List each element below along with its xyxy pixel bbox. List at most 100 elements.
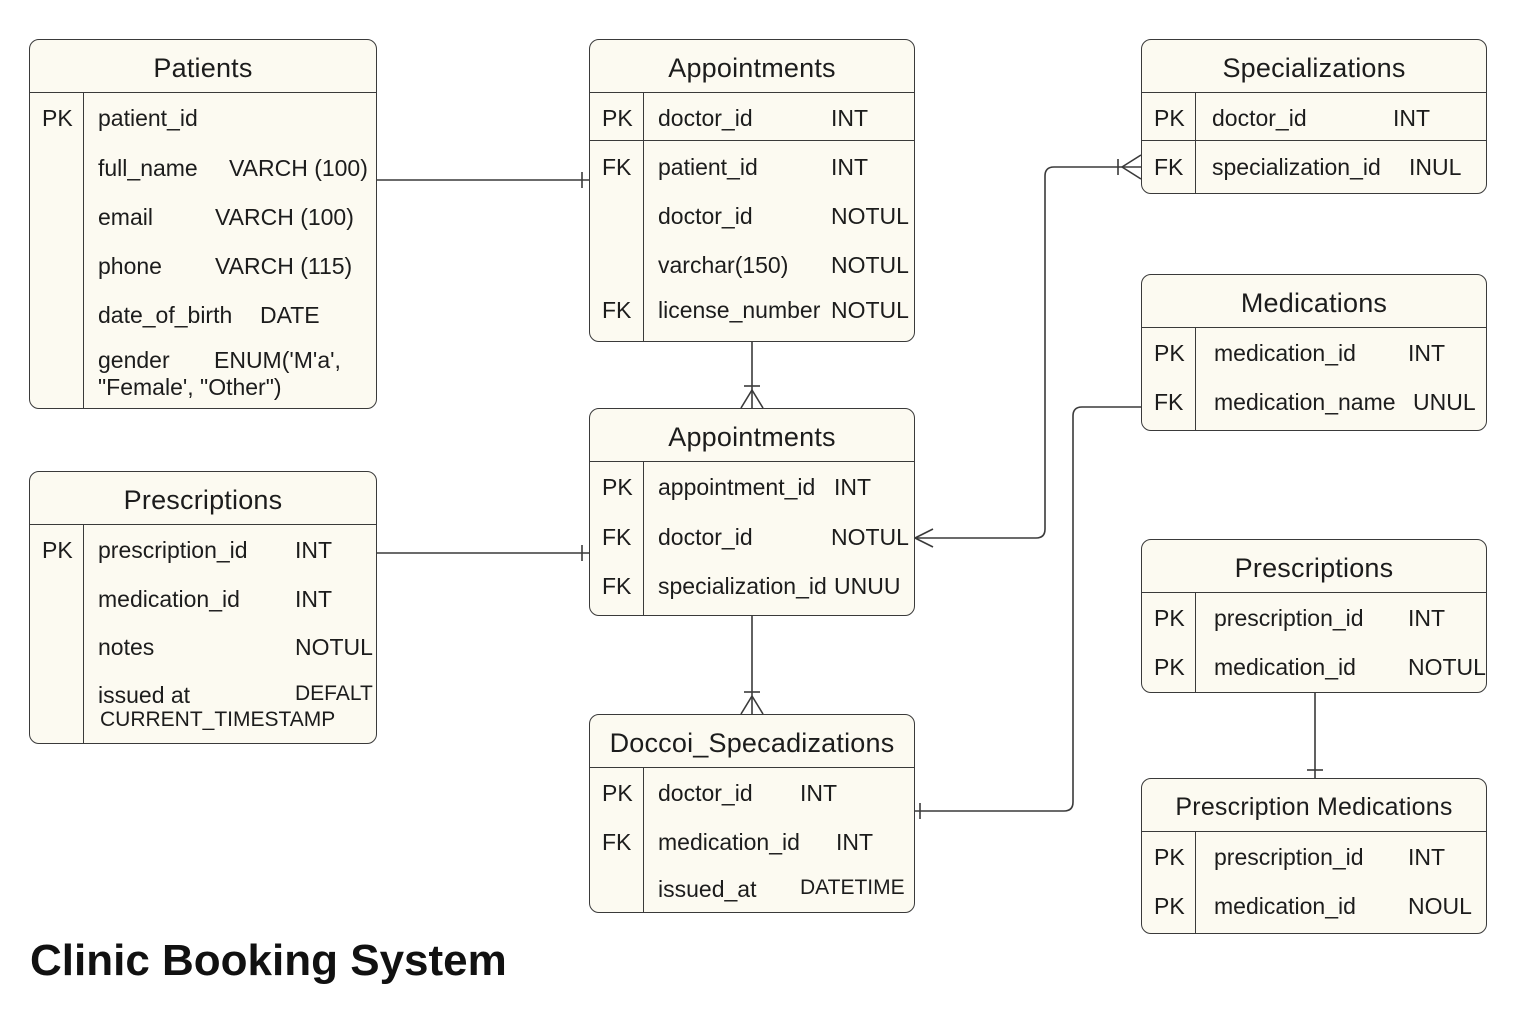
column-type: INT [831, 154, 869, 180]
column-type: VARCH (100) [215, 204, 354, 230]
column-name: prescription_id [98, 537, 248, 563]
key-label: FK [1154, 154, 1184, 180]
entity-title: Doccoi_Specadizations [590, 715, 914, 768]
key-label: FK [602, 154, 632, 180]
column-type: INT [295, 586, 333, 612]
entity-patients[interactable]: Patients PK patient_id full_name VARCH (… [29, 39, 377, 409]
key-label: FK [602, 297, 632, 323]
key-label: PK [1154, 654, 1185, 680]
column-name: prescription_id [1214, 844, 1364, 870]
column-type: NOTUL [1408, 654, 1486, 680]
column-type: INT [295, 537, 333, 563]
column-type: INT [1408, 605, 1446, 631]
key-label: PK [602, 474, 633, 500]
column-name: patient_id [98, 105, 198, 131]
entity-title: Medications [1142, 275, 1486, 328]
entity-title: Prescriptions [1142, 540, 1486, 593]
column-type: NOUL [1408, 893, 1472, 919]
entity-appointments-top[interactable]: Appointments PK doctor_id INT FK patient… [589, 39, 915, 342]
column-type: INT [1408, 844, 1446, 870]
column-name: doctor_id [658, 203, 753, 229]
column-type: INT [831, 105, 869, 131]
column-name: appointment_id [658, 474, 816, 500]
key-label: PK [1154, 340, 1185, 366]
key-label: PK [1154, 893, 1185, 919]
column-name: specialization_id [658, 573, 827, 599]
column-type: NOTUL [831, 252, 909, 278]
column-name: doctor_id [658, 524, 753, 550]
key-label: PK [42, 537, 73, 563]
column-type: DATETIME [800, 876, 905, 899]
key-label: PK [1154, 605, 1185, 631]
column-name: gender [98, 347, 170, 373]
column-name: patient_id [658, 154, 758, 180]
column-name: email [98, 204, 153, 230]
connector-prescriptions-prescription-medications [1307, 693, 1323, 778]
connector-doctor-specializations-medications [915, 406, 1141, 819]
connector-prescriptions-appointments [377, 545, 590, 561]
column-name: medication_name [1214, 389, 1396, 415]
column-type: INT [1393, 105, 1431, 131]
column-name: date_of_birth [98, 302, 233, 328]
key-label: PK [42, 105, 73, 131]
entity-prescriptions-left[interactable]: Prescriptions PK prescription_id INT med… [29, 471, 377, 744]
diagram-title: Clinic Booking System [30, 936, 507, 985]
column-type: ENUM('M'a', [214, 347, 341, 373]
entity-title: Specializations [1142, 40, 1486, 93]
connector-appointments-doctor-specializations [740, 616, 764, 715]
column-type: NOTUL [295, 634, 373, 660]
column-name: specialization_id [1212, 154, 1381, 180]
column-type: DEFALT [295, 682, 373, 705]
column-type: UNUL [1413, 389, 1476, 415]
column-type: VARCH (115) [215, 253, 353, 279]
column-name: medication_id [1214, 893, 1356, 919]
key-label: PK [602, 105, 633, 131]
key-label: FK [602, 524, 632, 550]
entity-specializations[interactable]: Specializations PK doctor_id INT FK spec… [1141, 39, 1487, 194]
column-name: medication_id [1214, 654, 1356, 680]
connector-appointments-specializations [914, 154, 1142, 548]
key-label: FK [602, 573, 632, 599]
column-type: VARCH (100) [229, 155, 368, 181]
entity-doctor-specializations[interactable]: Doccoi_Specadizations PK doctor_id INT F… [589, 714, 915, 913]
entity-prescriptions-right[interactable]: Prescriptions PK prescription_id INT PK … [1141, 539, 1487, 693]
entity-title: Appointments [590, 409, 914, 462]
column-name: varchar(150) [658, 252, 789, 278]
column-name: issued at [98, 682, 191, 708]
connector-patients-appointments [377, 172, 590, 188]
entity-title: Prescriptions [30, 472, 376, 525]
entity-title: Prescription Medications [1142, 779, 1486, 832]
connector-appointments-appointments [740, 342, 764, 409]
column-name: phone [98, 253, 162, 279]
column-name: medication_id [658, 829, 800, 855]
column-name: license_number [658, 297, 821, 323]
key-label: FK [1154, 389, 1184, 415]
key-label: PK [1154, 844, 1185, 870]
column-name: doctor_id [658, 105, 753, 131]
column-type-continued: CURRENT_TIMESTAMP [100, 708, 336, 731]
column-type: INUL [1409, 154, 1462, 180]
column-type: UNUU [834, 573, 901, 599]
column-name: doctor_id [658, 780, 753, 806]
entity-appointments-mid[interactable]: Appointments PK appointment_id INT FK do… [589, 408, 915, 616]
entity-medications[interactable]: Medications PK medication_id INT FK medi… [1141, 274, 1487, 431]
column-name: notes [98, 634, 155, 660]
column-type: INT [1408, 340, 1446, 366]
entity-title: Appointments [590, 40, 914, 93]
column-name: prescription_id [1214, 605, 1364, 631]
column-type: INT [800, 780, 838, 806]
column-type: DATE [260, 302, 320, 328]
column-type: INT [834, 474, 872, 500]
column-name: full_name [98, 155, 198, 181]
key-label: PK [1154, 105, 1185, 131]
key-label: PK [602, 780, 633, 806]
column-type: NOTUL [831, 203, 909, 229]
column-name: doctor_id [1212, 105, 1307, 131]
column-name: issued_at [658, 876, 757, 902]
entity-title: Patients [30, 40, 376, 93]
column-type: NOTUL [831, 524, 909, 550]
entity-prescription-medications[interactable]: Prescription Medications PK prescription… [1141, 778, 1487, 934]
column-name: medication_id [98, 586, 240, 612]
column-name: medication_id [1214, 340, 1356, 366]
